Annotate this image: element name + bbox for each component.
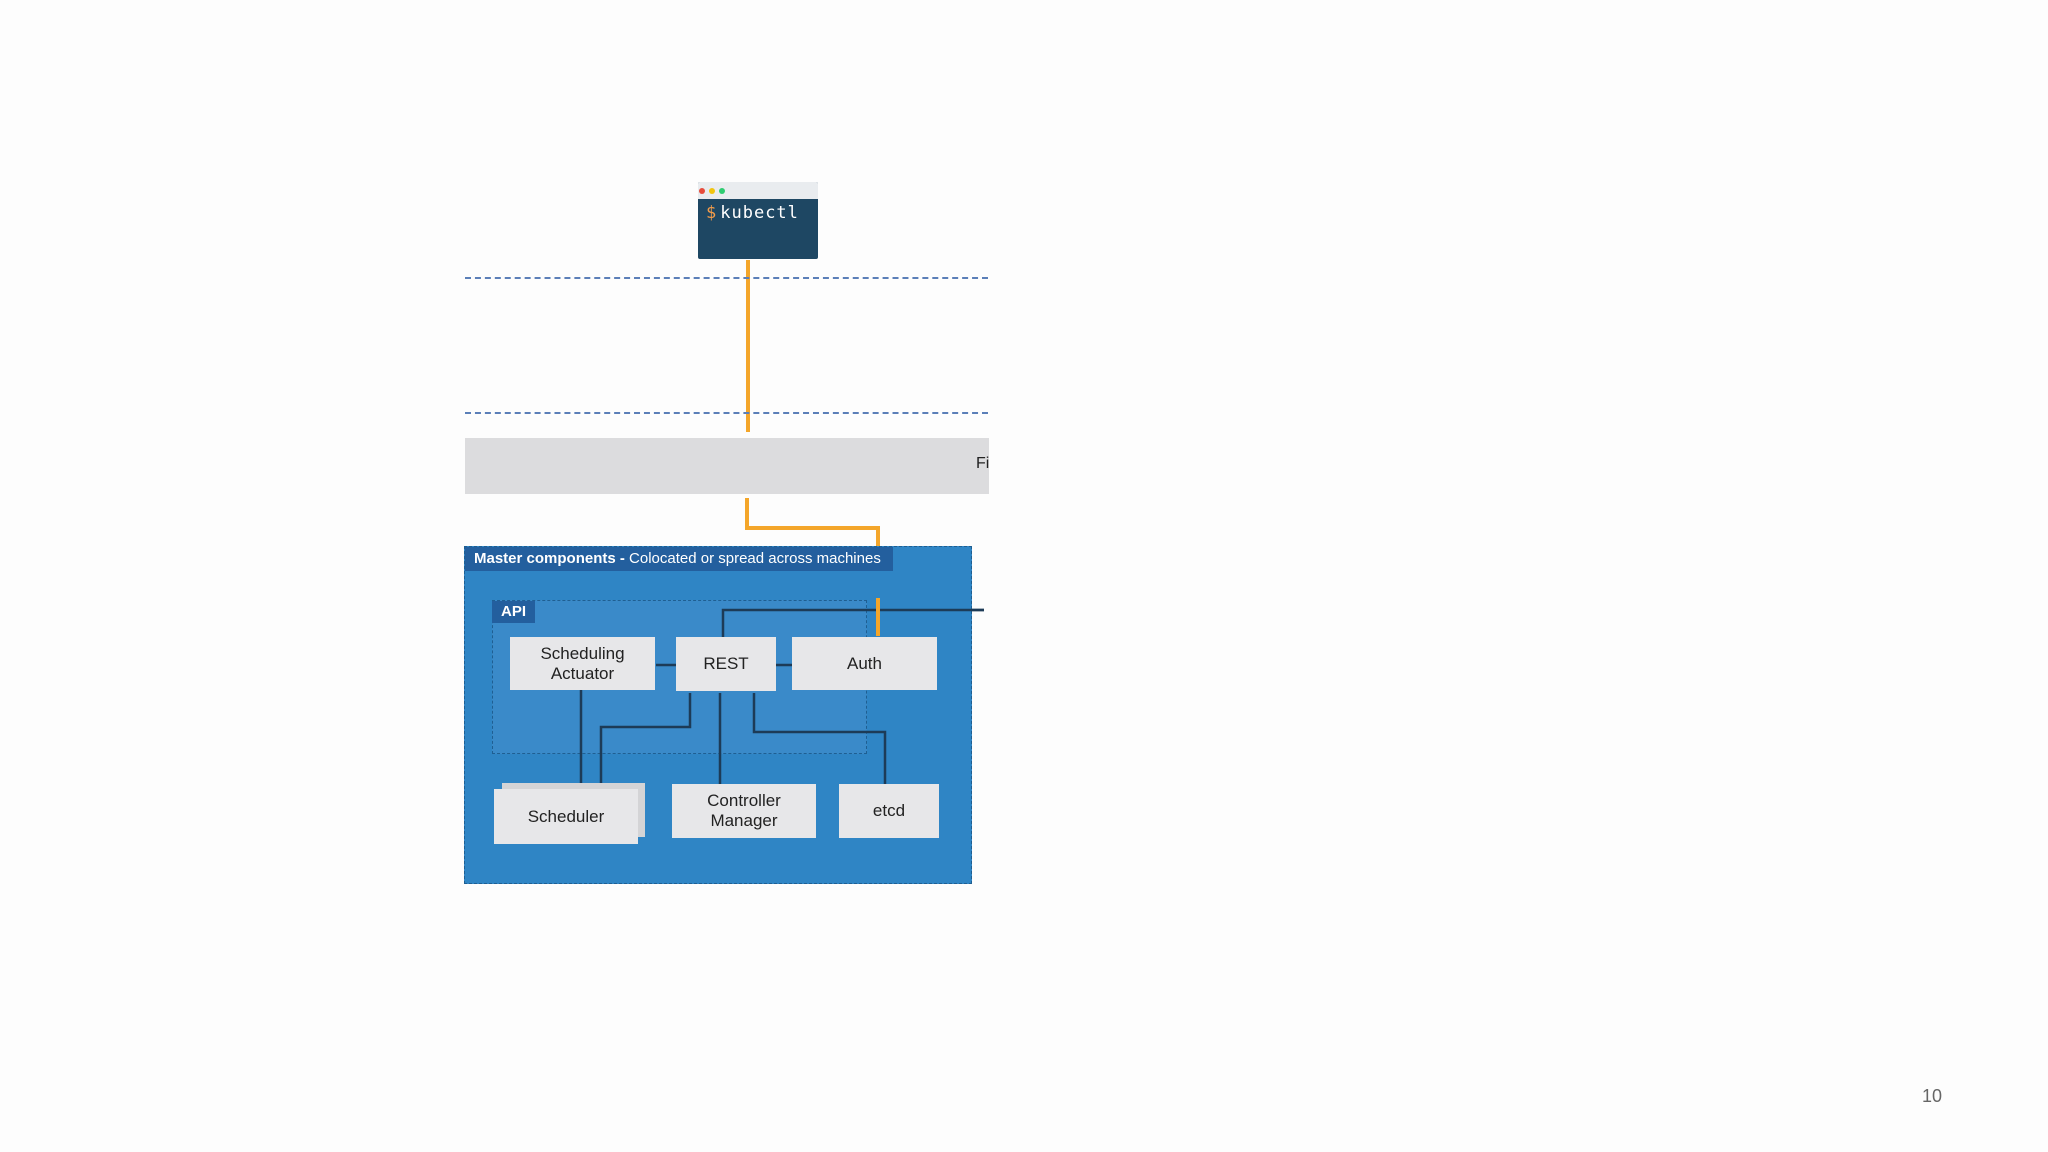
- boundary-line-lower: [465, 412, 988, 414]
- terminal-maximize-dot: [719, 188, 725, 194]
- api-label: API: [492, 601, 536, 623]
- scheduling-actuator-box: Scheduling Actuator: [510, 637, 655, 690]
- terminal-command: kubectl: [720, 203, 799, 223]
- terminal-prompt: $: [706, 203, 718, 223]
- master-components-title: Master components - Colocated or spread …: [465, 547, 893, 571]
- page-number: 10: [1922, 1086, 1943, 1106]
- controller-manager-box: Controller Manager: [672, 784, 816, 838]
- terminal-title-bar: [698, 182, 818, 199]
- terminal-close-dot: [699, 188, 705, 194]
- scheduler-box: Scheduler: [494, 789, 638, 844]
- kubectl-terminal: $kubectl: [698, 182, 818, 259]
- terminal-command-line: $kubectl: [706, 203, 799, 223]
- rest-box: REST: [676, 637, 776, 691]
- etcd-box: etcd: [839, 784, 939, 838]
- firewall-band: [465, 438, 989, 494]
- auth-box: Auth: [792, 637, 937, 690]
- boundary-line-upper: [465, 277, 988, 279]
- firewall-label: Fi: [976, 455, 990, 472]
- terminal-minimize-dot: [709, 188, 715, 194]
- master-title-bold: Master components -: [474, 550, 625, 567]
- master-title-rest: Colocated or spread across machines: [624, 550, 881, 567]
